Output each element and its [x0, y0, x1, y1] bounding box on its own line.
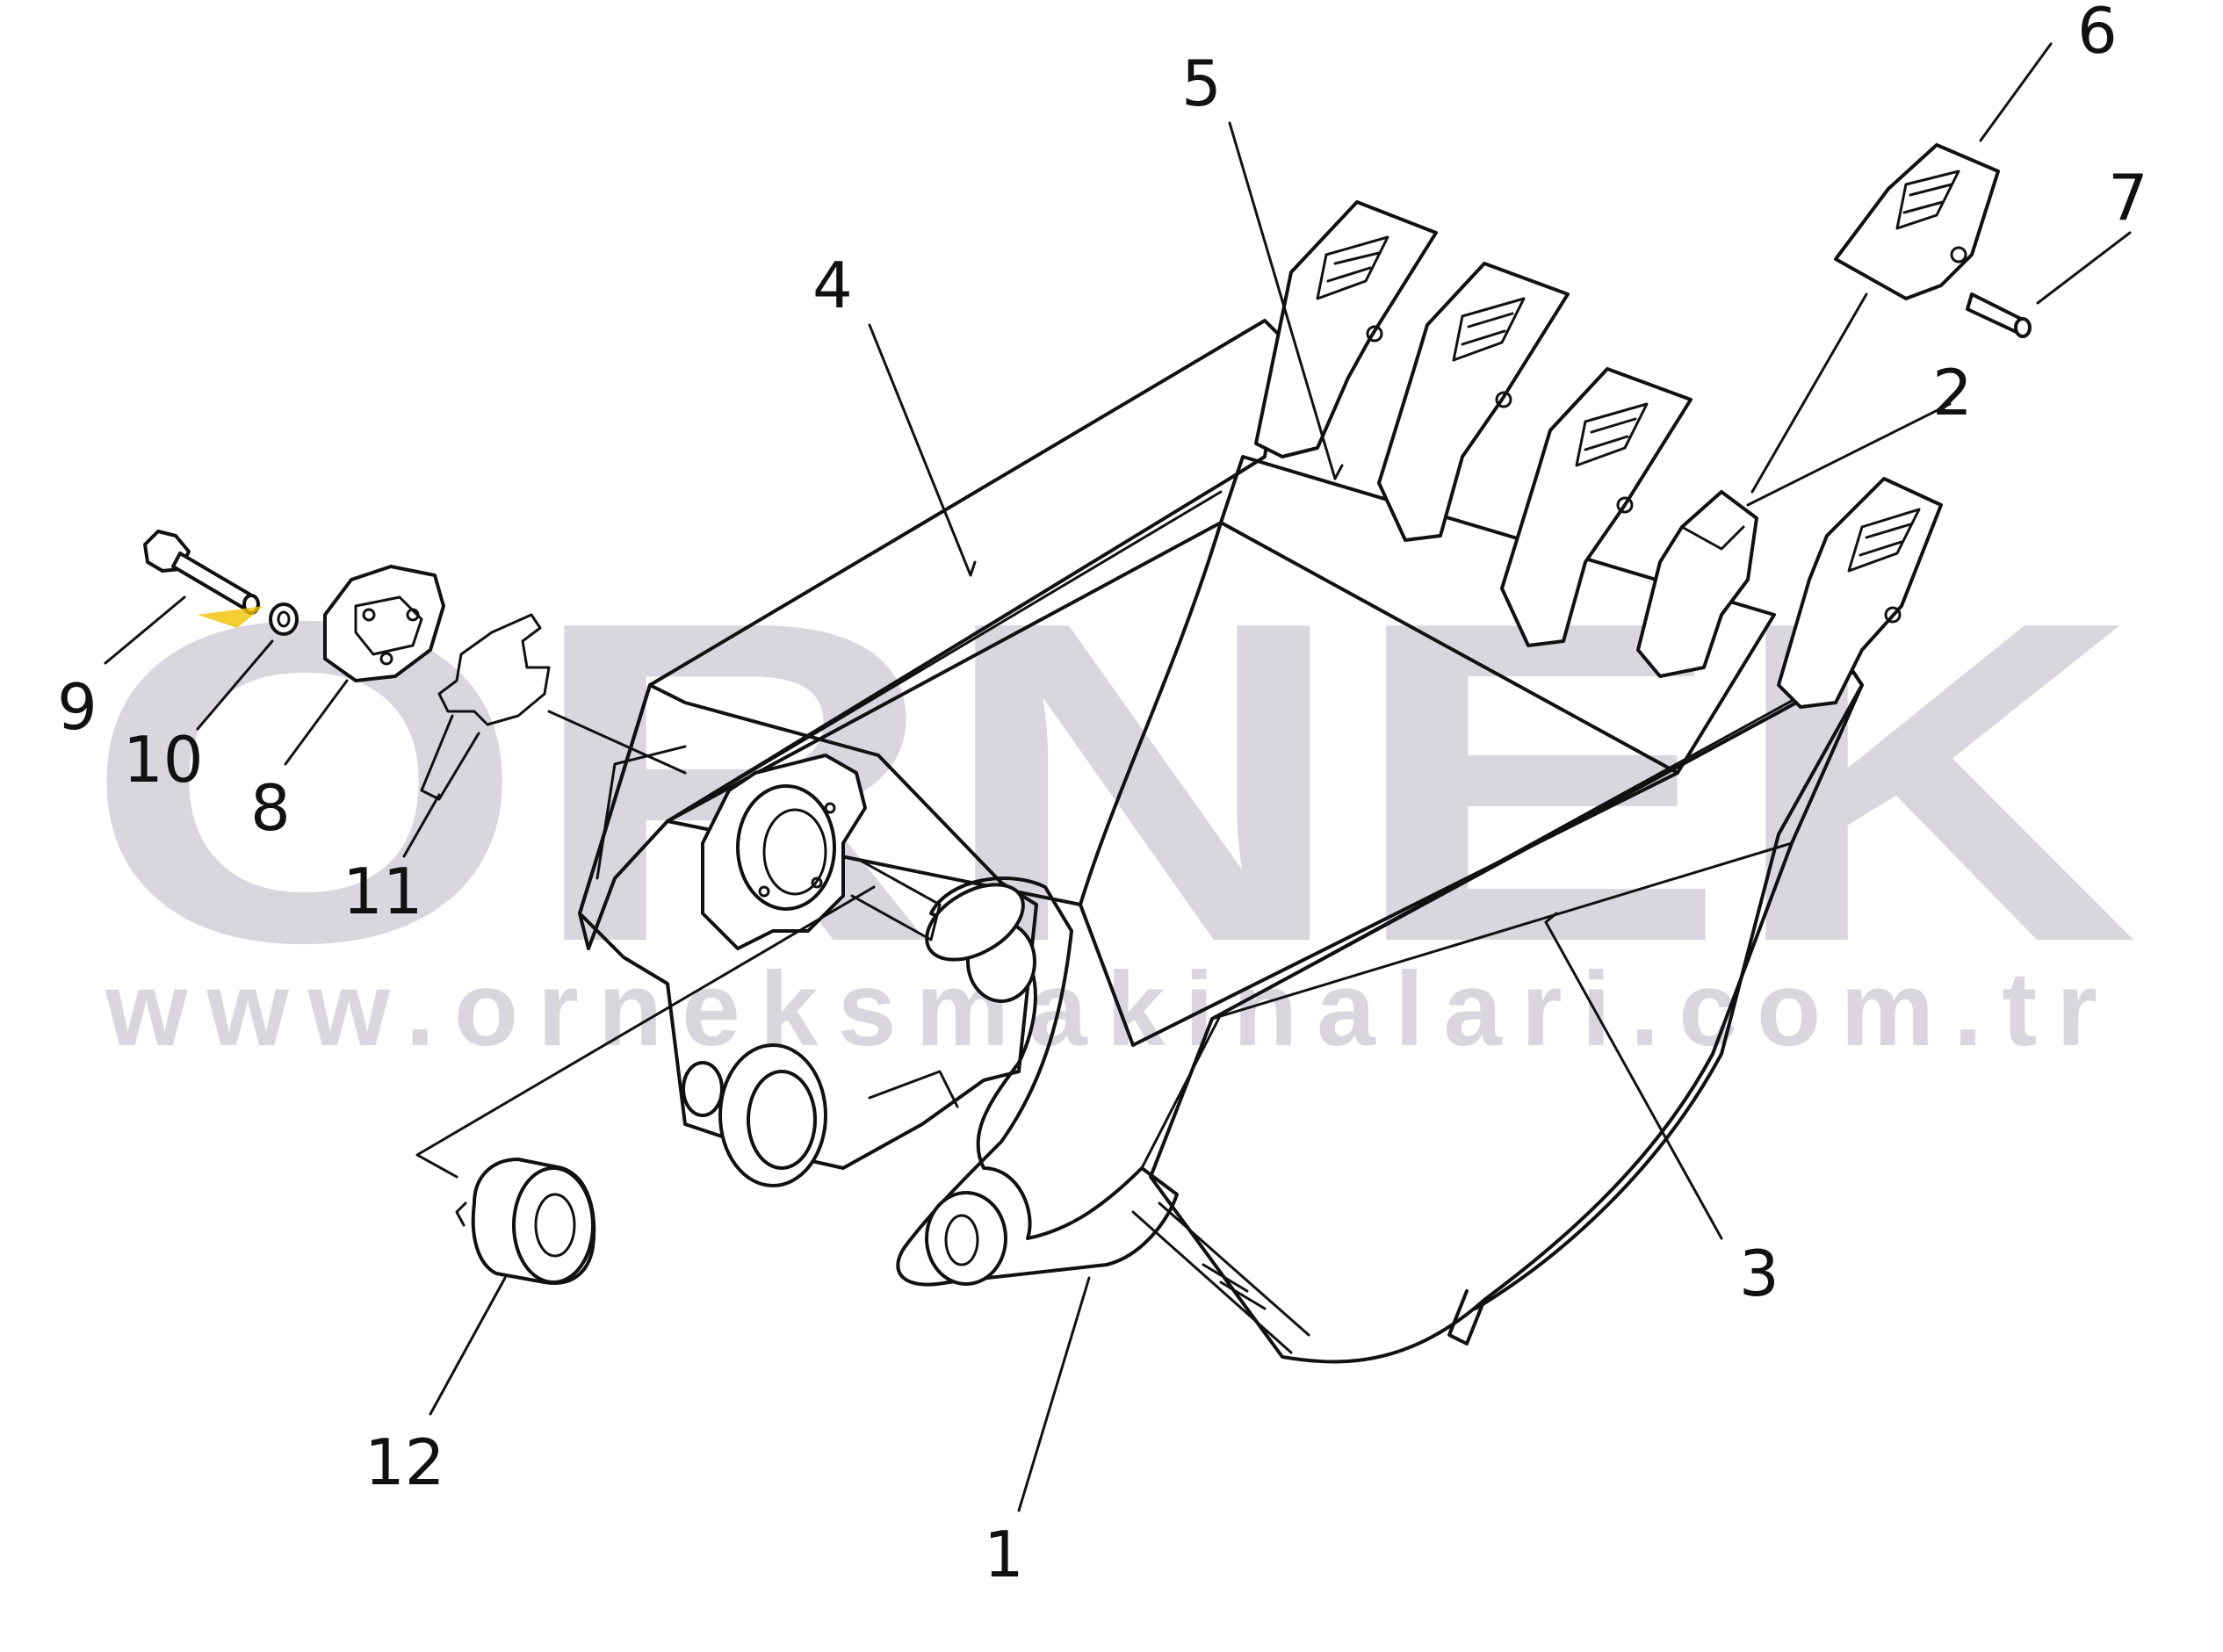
bushing-flange [512, 1166, 595, 1284]
callout-11: 11 [343, 855, 423, 928]
leader-lines [104, 42, 2132, 1512]
side-cutter-tip [1447, 1289, 1486, 1345]
tooth-2-detail [1452, 297, 1526, 362]
rib-plate [850, 859, 942, 941]
highlight-arrow-icon [198, 606, 263, 628]
tooth-2 [1377, 262, 1570, 542]
leader-4 [868, 323, 972, 577]
mounting-plate-edge [595, 745, 687, 880]
wear-strip-2 [1158, 1201, 1310, 1337]
tooth-2-pin [1495, 391, 1512, 408]
callout-12: 12 [364, 1425, 445, 1499]
adapter-nose-edge [1680, 525, 1745, 551]
adapter-nose [1636, 490, 1758, 678]
leader-11 [402, 793, 441, 858]
retaining-plate-hole-1 [362, 608, 376, 622]
tooth-3 [1500, 367, 1693, 647]
tooth-5-pin [1884, 606, 1902, 624]
bolt-hole-1 [824, 802, 836, 814]
right-side-plate [1149, 670, 1864, 1364]
leader-12 [429, 1276, 507, 1416]
rib-plate-lower [868, 1070, 959, 1108]
exploded-tooth-and-pin [1834, 143, 2032, 338]
tooth-1-detail [1316, 235, 1389, 300]
leader-12b [415, 885, 876, 1179]
callout-6: 6 [2077, 0, 2118, 68]
lower-pin-hole-inner [944, 1214, 979, 1266]
bushing-bore [534, 1193, 576, 1258]
tooth-5 [1777, 477, 1943, 709]
callout-7: 7 [2108, 161, 2148, 234]
retaining-plate [323, 565, 445, 682]
lower-pin-hole [925, 1191, 1007, 1286]
bolt-hole-3 [811, 876, 823, 889]
callout-8: 8 [250, 771, 291, 845]
leader-6 [1979, 42, 2053, 142]
bucket-body [578, 319, 1864, 1364]
callout-5: 5 [1181, 47, 1222, 120]
bucket-lip-edge [1219, 455, 1776, 775]
spare-tooth-pin-hole [1950, 246, 1967, 263]
retaining-plate-slot [354, 595, 423, 656]
left-plate-inner-edge [666, 490, 1223, 823]
right-plate-rim [1140, 670, 1846, 1170]
wear-strip-marks [1202, 1263, 1267, 1310]
retaining-plate-hole-2 [406, 608, 420, 622]
leader-4-tick [969, 560, 977, 577]
shim-tab [420, 714, 480, 801]
callout-2: 2 [1932, 356, 1973, 429]
watermark-url: www.orneksmakinalari.com.tr [105, 950, 2117, 1068]
tooth-3-pin [1616, 496, 1634, 514]
tooth-1-pin [1366, 325, 1383, 343]
shim-plate [437, 613, 551, 726]
callout-10: 10 [123, 723, 204, 797]
callout-3: 3 [1739, 1237, 1779, 1310]
leader-11b [547, 710, 687, 775]
bushing-key [455, 1201, 467, 1227]
leader-7 [2036, 231, 2132, 305]
bolt-hole-2 [758, 885, 770, 898]
leader-3 [1544, 920, 1723, 1240]
leader-3-tick [1544, 912, 1558, 924]
washer-hole [277, 610, 291, 628]
wear-strip-1 [1131, 1210, 1293, 1354]
tooth-pin-end [2014, 317, 2032, 338]
callout-4: 4 [812, 249, 853, 322]
leader-10 [196, 639, 274, 731]
exploded-hardware [143, 530, 596, 1285]
retaining-plate-hole-3 [379, 652, 393, 666]
tooth-5-detail [1847, 508, 1921, 573]
rear-mounting-plate [578, 683, 1038, 1170]
callout-9: 9 [57, 670, 97, 744]
boss-bore-inner [762, 808, 827, 896]
right-plate-inner [1210, 841, 1794, 1021]
side-cutter-edge [1474, 670, 1864, 1310]
leader-1 [1017, 1276, 1091, 1512]
link-ear-plate [896, 876, 1179, 1287]
leader-5 [1228, 121, 1337, 480]
left-side-plate [578, 319, 1284, 950]
boss-bore [736, 784, 836, 911]
arm-pin-boss-inner [747, 1070, 817, 1170]
teeth-row [1254, 200, 1943, 709]
leader-5-tick [1333, 464, 1344, 480]
callout-labels: 1 2 3 4 5 6 7 8 9 10 11 12 [57, 0, 2148, 1591]
boss-collar [925, 883, 1025, 962]
spare-tooth-detail [1895, 170, 1960, 230]
leader-9 [104, 595, 186, 665]
tooth-3-detail [1575, 402, 1649, 467]
callout-1: 1 [984, 1518, 1024, 1591]
leader-2b [1750, 292, 1868, 494]
floor-fold-line [1079, 521, 1223, 906]
leader-2 [1746, 402, 1952, 507]
leader-8 [284, 679, 349, 766]
arm-pin-hole [682, 1061, 724, 1117]
washer [269, 602, 299, 636]
